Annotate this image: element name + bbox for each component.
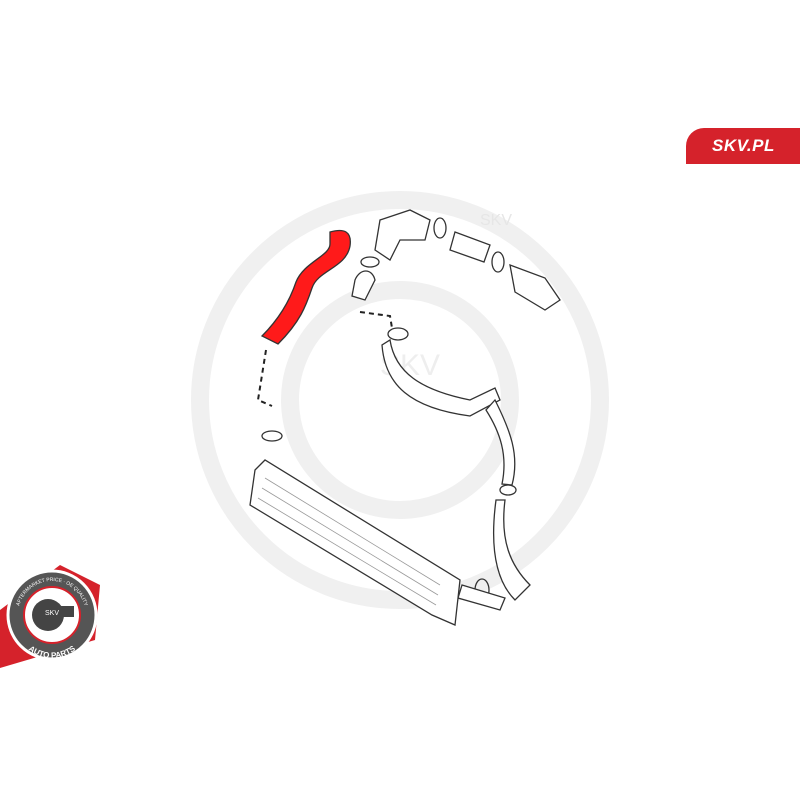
watermark-text: SKV — [480, 212, 512, 229]
outline-pipes — [351, 209, 561, 611]
logo-center-text: SKV — [45, 610, 59, 617]
badge-text: SKV.PL — [712, 136, 775, 155]
connector-lines — [256, 311, 393, 407]
watermark-gear — [191, 191, 609, 609]
highlighted-intercooler-hose — [260, 229, 351, 345]
skv-logo: SKV AFTERMARKET PRICE · OE QUALITY AUTO … — [6, 569, 98, 661]
intercooler — [249, 459, 461, 626]
skv-badge: SKV.PL — [686, 128, 800, 164]
